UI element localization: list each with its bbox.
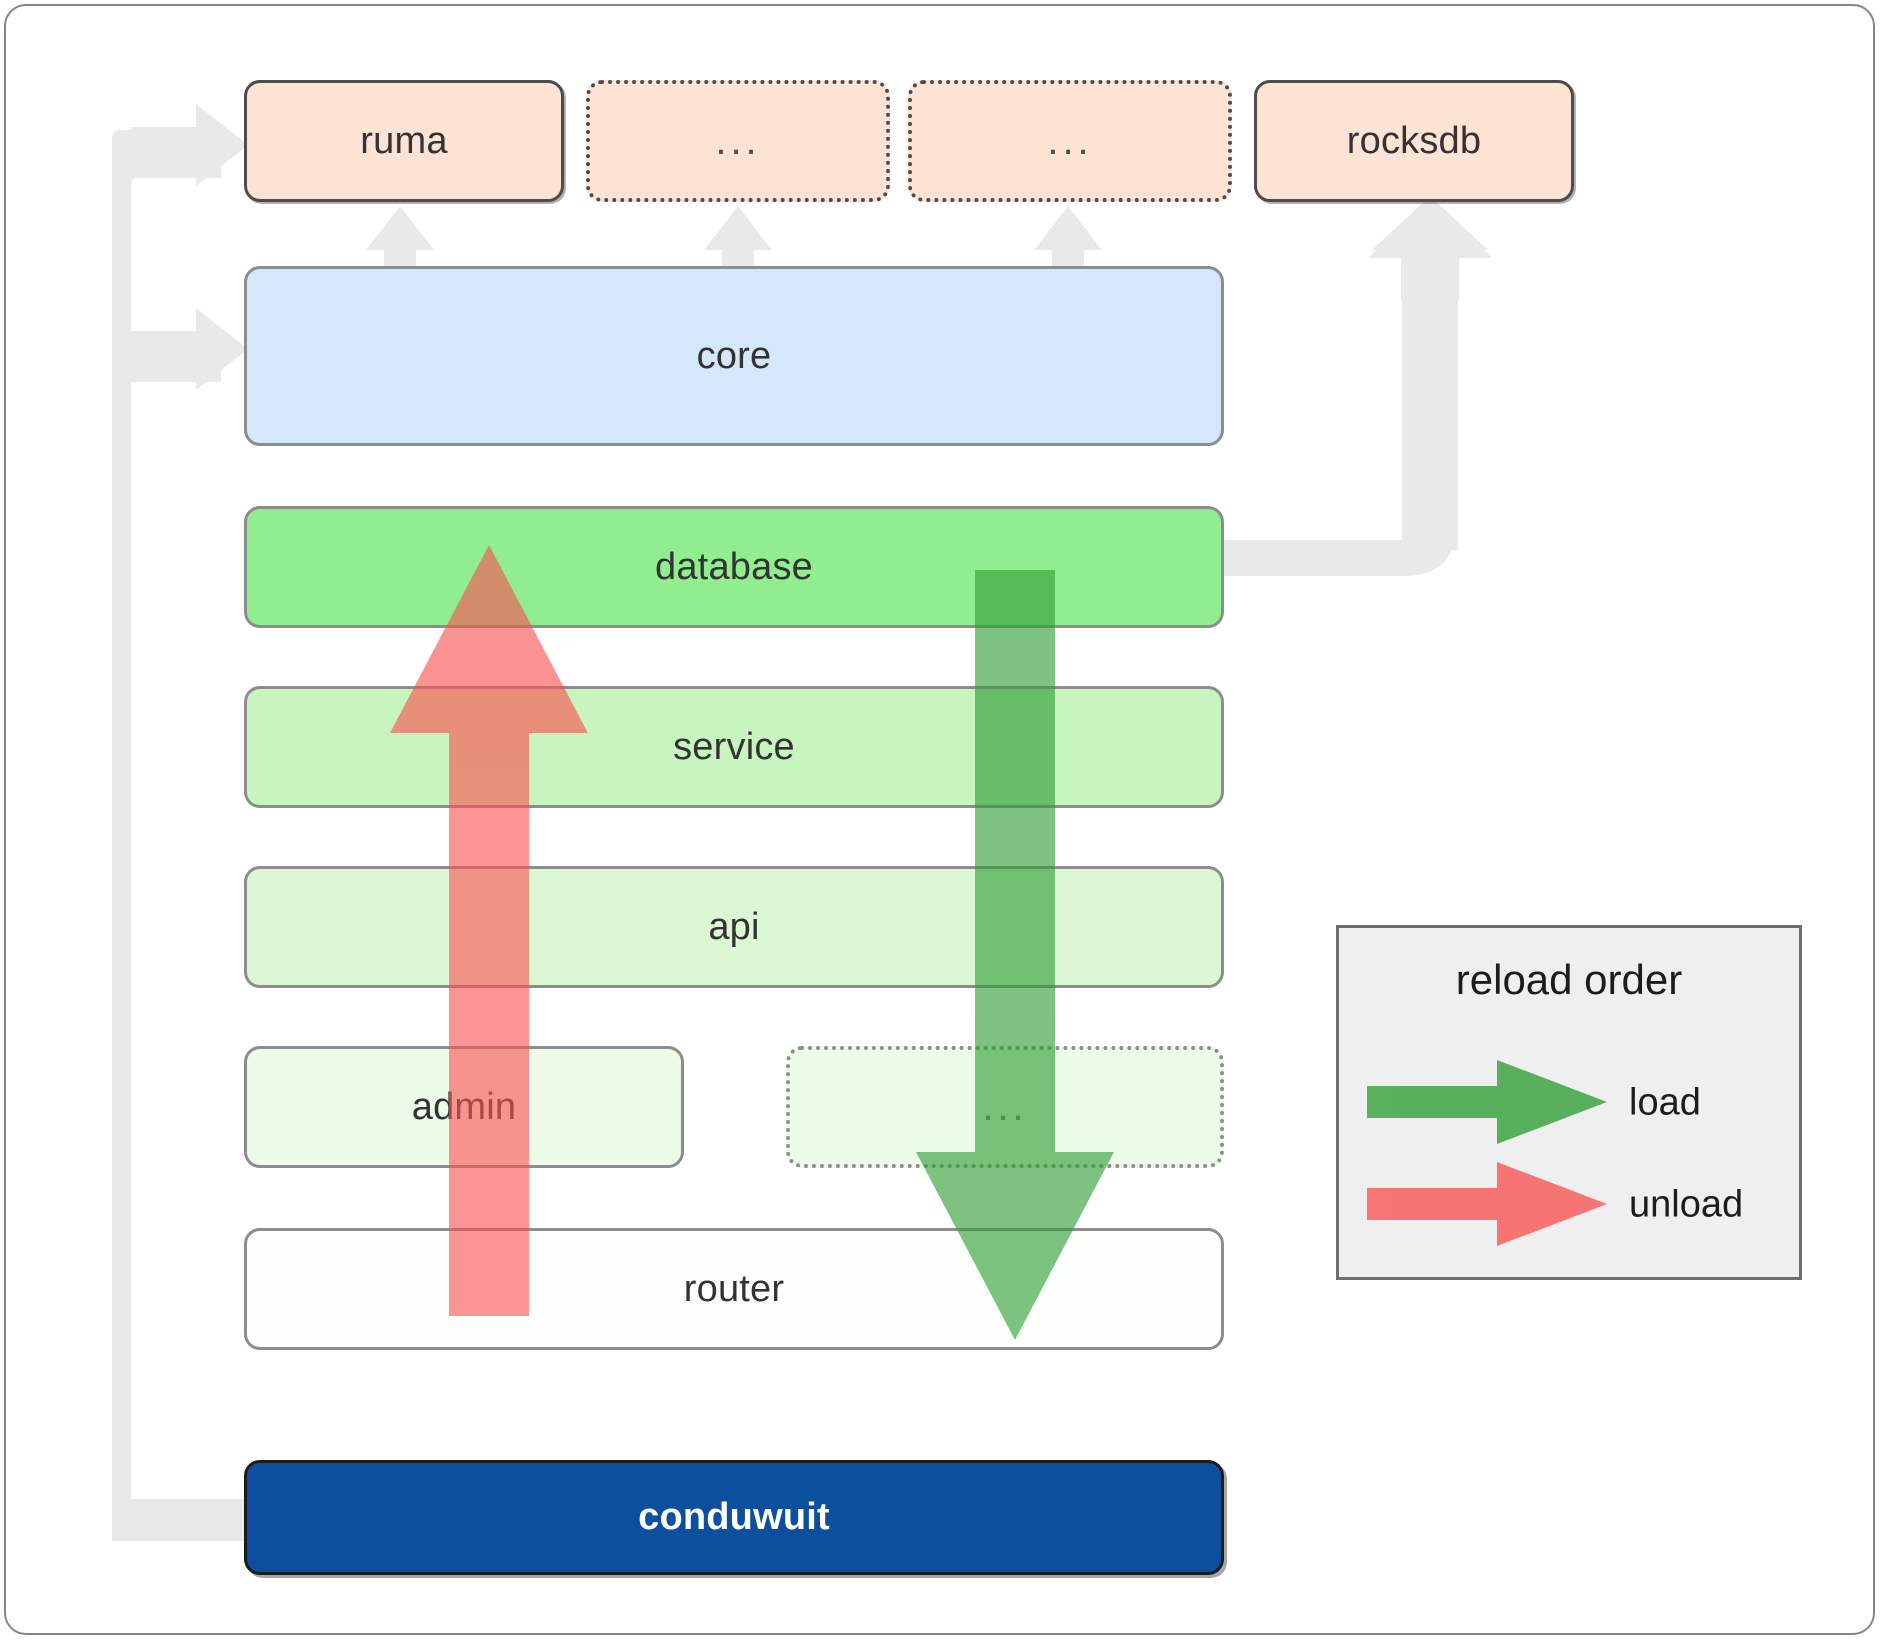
layer-label-admin: admin [411, 1085, 517, 1128]
root-label-conduwuit: conduwuit [638, 1496, 830, 1538]
dependency-box-placeholder-2[interactable]: ... [908, 80, 1232, 202]
legend-label-load: load [1629, 1081, 1701, 1124]
dependency-box-placeholder-1[interactable]: ... [586, 80, 890, 202]
layer-label-service: service [673, 725, 795, 768]
layer-label-router: router [683, 1267, 785, 1310]
legend-title: reload order [1455, 956, 1683, 1003]
legend-label-unload: unload [1629, 1183, 1744, 1226]
legend-row-load: load [1339, 1058, 1799, 1148]
layer-label-database: database [655, 545, 813, 588]
layer-box-placeholder[interactable]: ... [786, 1046, 1224, 1168]
diagram-frame [4, 4, 1875, 1635]
dependency-box-rocksdb[interactable]: rocksdb [1254, 80, 1574, 202]
unload-legend-arrow-icon [1367, 1162, 1607, 1246]
layer-label-api: api [708, 905, 760, 948]
dependency-label-rocksdb: rocksdb [1346, 119, 1482, 162]
layer-box-database[interactable]: database [244, 506, 1224, 628]
layer-box-core[interactable]: core [244, 266, 1224, 446]
legend-row-unload: unload [1339, 1160, 1799, 1250]
layer-box-admin[interactable]: admin [244, 1046, 684, 1168]
legend-panel: reload order load unload [1336, 925, 1802, 1280]
layer-box-router[interactable]: router [244, 1228, 1224, 1350]
layer-box-api[interactable]: api [244, 866, 1224, 988]
dependency-label-ruma: ruma [360, 119, 448, 162]
layer-box-service[interactable]: service [244, 686, 1224, 808]
dependency-box-ruma[interactable]: ruma [244, 80, 564, 202]
layer-label-core: core [696, 334, 772, 377]
load-legend-arrow-icon [1367, 1060, 1607, 1144]
root-box-conduwuit[interactable]: conduwuit [244, 1460, 1224, 1575]
